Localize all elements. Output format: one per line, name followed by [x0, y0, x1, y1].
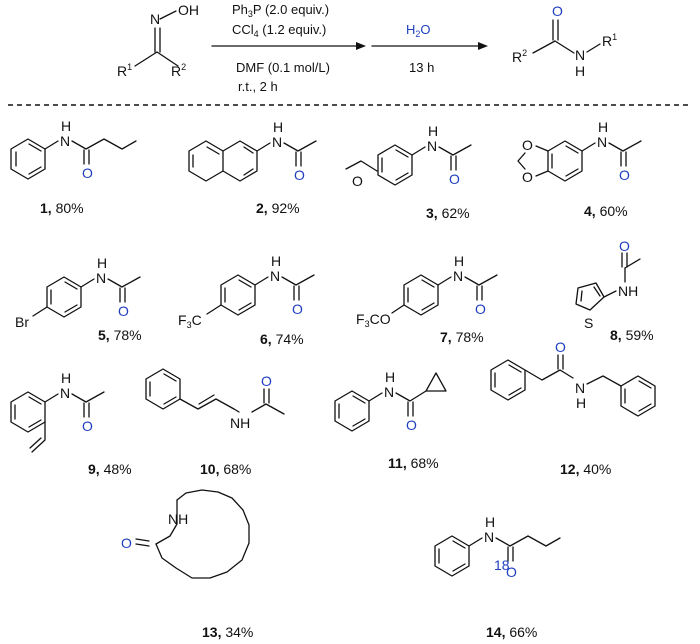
- svg-text:O: O: [449, 171, 460, 187]
- compound-13-structure: O NH: [121, 489, 250, 579]
- oxime-oh: OH: [178, 2, 199, 18]
- svg-text:N: N: [270, 268, 280, 284]
- svg-text:N: N: [427, 138, 437, 154]
- svg-text:H: H: [97, 255, 107, 271]
- reagent-ccl4: CCl4 (1.2 equiv.): [232, 22, 326, 39]
- svg-text:F3C: F3C: [178, 312, 202, 330]
- compound-3-structure: O N H O: [345, 123, 472, 189]
- compound-9-structure: N H O: [10, 370, 105, 453]
- svg-text:H: H: [576, 395, 586, 411]
- compound-8-structure: S NH O: [575, 238, 641, 331]
- compound-3-label: 3, 62%: [426, 205, 470, 221]
- svg-text:NH: NH: [230, 415, 250, 431]
- amide-h: H: [575, 63, 585, 79]
- svg-text:O: O: [82, 165, 93, 181]
- reagent-water: H2O: [406, 22, 431, 39]
- compound-7-structure: F3CO N H O: [356, 253, 498, 329]
- svg-text:O: O: [406, 417, 417, 433]
- svg-text:O: O: [294, 167, 305, 183]
- condition-rt: r.t., 2 h: [238, 79, 278, 94]
- starting-oxime: N OH R1 R2: [117, 2, 199, 79]
- compound-4-structure: O O N H O: [517, 119, 642, 185]
- compound-1-label: 1, 80%: [40, 200, 84, 216]
- amide-r1: R1: [602, 32, 617, 49]
- svg-text:O: O: [522, 169, 533, 185]
- svg-text:H: H: [385, 369, 395, 385]
- svg-text:O: O: [619, 238, 630, 254]
- svg-text:H: H: [454, 253, 464, 269]
- svg-text:Br: Br: [15, 314, 29, 330]
- amide-o: O: [552, 3, 563, 19]
- reaction-conditions: Ph3P (2.0 equiv.) CCl4 (1.2 equiv.) DMF …: [211, 2, 488, 94]
- amide-n: N: [575, 47, 585, 63]
- oxime-r1: R1: [117, 62, 132, 79]
- svg-text:N: N: [272, 134, 282, 150]
- compound-10-structure: NH O: [145, 368, 285, 431]
- svg-text:O: O: [261, 373, 272, 389]
- compound-12-label: 12, 40%: [560, 461, 611, 477]
- svg-text:N: N: [575, 380, 585, 396]
- svg-text:H: H: [273, 119, 283, 135]
- svg-text:18: 18: [494, 557, 510, 573]
- product-amide: O R2 N H R1: [512, 3, 617, 79]
- svg-text:N: N: [453, 268, 463, 284]
- compound-5-label: 5, 78%: [98, 327, 142, 343]
- compound-5-structure: Br N H O: [15, 255, 141, 330]
- svg-text:O: O: [506, 564, 517, 580]
- amide-r2: R2: [512, 48, 527, 65]
- compound-10-label: 10, 68%: [200, 461, 251, 477]
- svg-text:O: O: [118, 303, 129, 319]
- compound-7-label: 7, 78%: [440, 329, 484, 345]
- compound-11-structure: N H O: [334, 369, 447, 433]
- compound-2-structure: N H O: [188, 119, 317, 183]
- svg-text:O: O: [82, 418, 93, 434]
- oxime-n: N: [150, 11, 160, 27]
- svg-text:N: N: [384, 384, 394, 400]
- compound-12-structure: O N H: [490, 339, 656, 417]
- compound-2-label: 2, 92%: [256, 200, 300, 216]
- svg-text:O: O: [555, 339, 566, 355]
- solvent-dmf: DMF (0.1 mol/L): [236, 60, 330, 75]
- oxime-r2: R2: [171, 62, 186, 79]
- compound-8-label: 8, 59%: [610, 327, 654, 343]
- compound-13-label: 13, 34%: [202, 624, 253, 640]
- svg-text:N: N: [484, 529, 494, 545]
- svg-text:H: H: [271, 253, 281, 269]
- compound-14-structure: N H 18 O: [434, 514, 561, 580]
- compound-9-label: 9, 48%: [88, 461, 132, 477]
- svg-text:N: N: [597, 134, 607, 150]
- svg-text:H: H: [485, 514, 495, 530]
- compound-6-structure: F3C N H O: [178, 253, 315, 330]
- svg-text:O: O: [352, 173, 363, 189]
- svg-text:NH: NH: [168, 511, 188, 527]
- condition-13h: 13 h: [409, 60, 434, 75]
- svg-text:H: H: [61, 118, 71, 134]
- svg-text:S: S: [584, 315, 593, 331]
- svg-text:O: O: [522, 137, 533, 153]
- svg-text:H: H: [61, 370, 71, 386]
- svg-text:N: N: [96, 270, 106, 286]
- svg-text:NH: NH: [618, 283, 638, 299]
- svg-text:O: O: [121, 535, 132, 551]
- compound-11-label: 11, 68%: [388, 455, 439, 471]
- reagent-ph3p: Ph3P (2.0 equiv.): [232, 2, 329, 19]
- compound-14-label: 14, 66%: [486, 624, 537, 640]
- svg-text:N: N: [60, 385, 70, 401]
- svg-text:O: O: [292, 301, 303, 317]
- compound-1-structure: N H O: [10, 118, 137, 181]
- svg-text:O: O: [475, 301, 486, 317]
- svg-text:N: N: [60, 133, 70, 149]
- compound-6-label: 6, 74%: [260, 331, 304, 347]
- svg-text:O: O: [619, 167, 630, 183]
- compound-4-label: 4, 60%: [584, 203, 628, 219]
- svg-text:H: H: [598, 119, 608, 135]
- svg-text:H: H: [428, 123, 438, 139]
- svg-text:F3CO: F3CO: [356, 311, 391, 329]
